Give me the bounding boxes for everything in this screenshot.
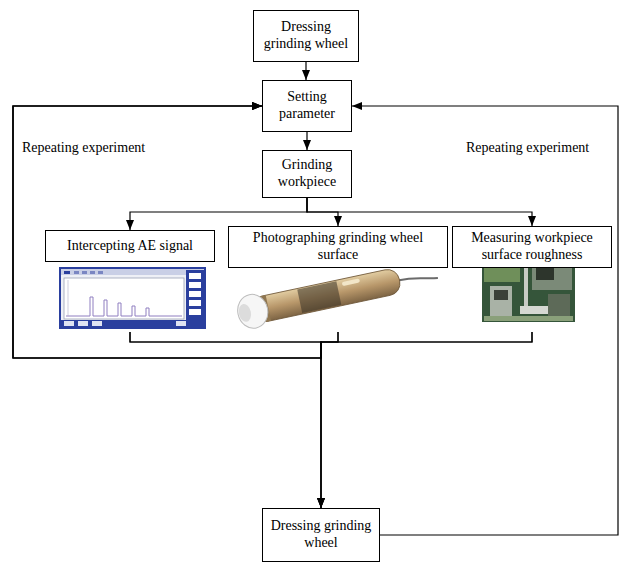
box-text: Dressing grinding wheel xyxy=(259,19,353,53)
flow-arrow xyxy=(321,332,532,508)
roughness-tester-photo xyxy=(482,258,575,322)
ae-software-screenshot xyxy=(60,268,205,328)
box-text: Measuring workpiece surface roughness xyxy=(458,230,606,264)
box-text: Intercepting AE signal xyxy=(67,238,193,255)
box-text: Setting parameter xyxy=(268,89,346,123)
flow-arrow xyxy=(307,198,532,226)
process-box: Grinding workpiece xyxy=(262,150,352,198)
process-box: Measuring workpiece surface roughness xyxy=(452,226,612,268)
process-box: Dressing grinding wheel xyxy=(253,10,359,62)
process-group: Measuring workpiece surface roughness xyxy=(452,226,612,332)
flow-arrow xyxy=(305,62,306,80)
process-box: Setting parameter xyxy=(262,80,352,132)
box-text: Photographing grinding wheel surface xyxy=(234,230,442,264)
process-group: Intercepting AE signal xyxy=(45,230,215,332)
flow-arrow xyxy=(352,106,618,535)
loop-label: Repeating experiment xyxy=(20,140,147,157)
loop-label: Repeating experiment xyxy=(464,140,591,157)
box-text: Dressing grinding wheel xyxy=(268,518,374,552)
process-box: Intercepting AE signal xyxy=(45,230,215,262)
flow-arrow xyxy=(321,332,338,508)
process-group: Photographing grinding wheel surface xyxy=(228,226,448,332)
flow-arrow xyxy=(306,132,307,150)
process-box: Dressing grinding wheel xyxy=(262,508,380,562)
box-text: Grinding workpiece xyxy=(268,157,346,191)
process-box: Photographing grinding wheel surface xyxy=(228,226,448,268)
